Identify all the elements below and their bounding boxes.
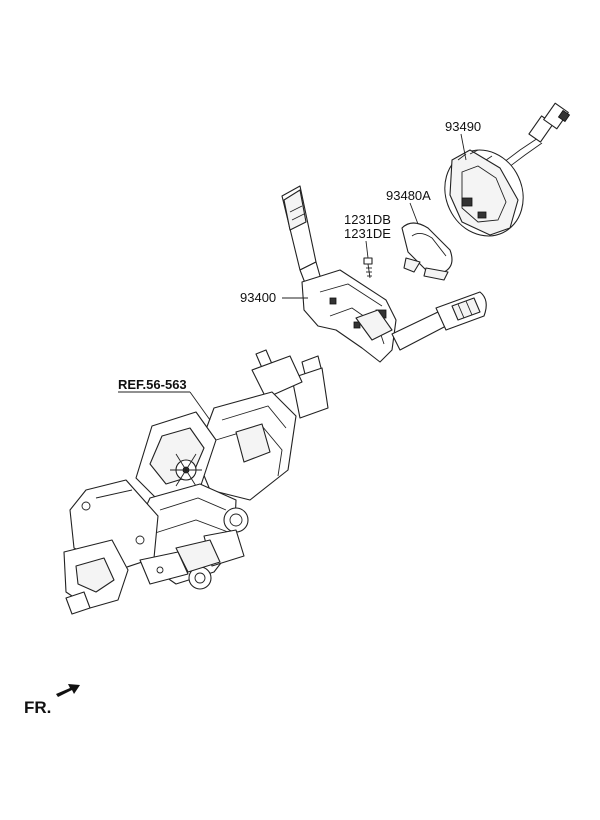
cover-93480a [401,222,453,281]
front-direction: FR. [24,684,80,717]
clock-spring-93490 [444,102,571,237]
label-screw-a: 1231DB [344,212,391,227]
label-clock-spring: 93490 [445,119,481,134]
front-arrow-icon [56,684,80,697]
label-ref: REF.56-563 [118,377,187,392]
label-switch-assembly: 93400 [240,290,276,305]
steering-column [63,349,329,615]
label-cover: 93480A [386,188,431,203]
screw [363,257,373,279]
leader-lines [118,133,467,421]
label-screw-b: 1231DE [344,226,391,241]
switch-assembly-93400 [281,185,487,363]
label-front: FR. [24,698,51,717]
